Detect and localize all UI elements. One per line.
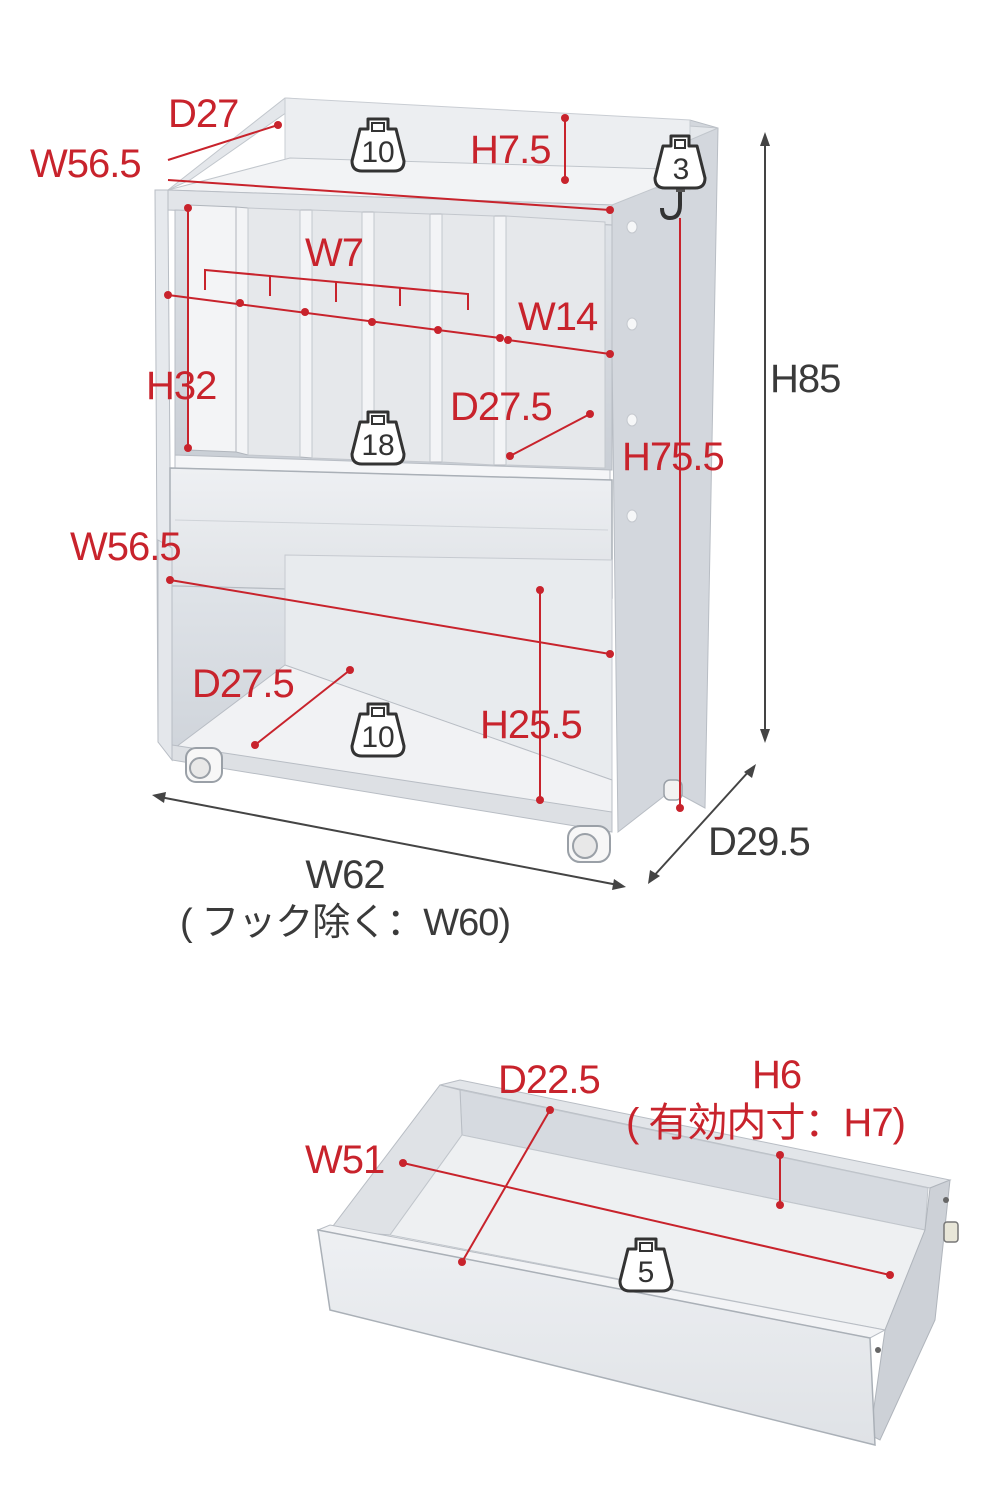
slot-load-label: 18 xyxy=(361,429,394,462)
load-weight-icon: 10 xyxy=(350,117,406,173)
load-weight-icon: 3 xyxy=(653,134,707,190)
caster-wheel-icon xyxy=(185,747,223,783)
inner-height-label: H75.5 xyxy=(622,435,724,479)
right-slot-width-label: W14 xyxy=(518,295,598,339)
load-weight-icon: 10 xyxy=(350,702,406,758)
top-depth-label: D27 xyxy=(168,92,238,136)
top-load-label: 10 xyxy=(361,136,394,169)
top-height-label: H7.5 xyxy=(470,128,551,172)
total-width-label: W62 xyxy=(305,853,384,897)
lower-depth-label: D27.5 xyxy=(192,662,294,706)
drawer-height-label: H6 xyxy=(752,1053,801,1097)
hook-load-label: 3 xyxy=(673,153,690,186)
caster-wheel-icon xyxy=(663,779,683,801)
top-width-label: W56.5 xyxy=(30,142,141,186)
slot-depth-label: D27.5 xyxy=(450,385,552,429)
drawer-load-label: 5 xyxy=(638,1256,655,1289)
drawer-dimension-lines xyxy=(399,1106,894,1279)
drawer-knob-icon xyxy=(875,1197,959,1353)
drawer-width-label: W51 xyxy=(305,1138,384,1182)
total-height-label: H85 xyxy=(770,357,840,401)
lower-height-label: H25.5 xyxy=(480,703,582,747)
drawer-illustration xyxy=(316,1079,959,1446)
cabinet-illustration xyxy=(154,97,719,863)
lower-width-label: W56.5 xyxy=(70,525,181,569)
drawer-height-note-label: ( 有効内寸：H7) xyxy=(626,1101,905,1145)
total-depth-label: D29.5 xyxy=(708,820,810,864)
caster-wheel-icon xyxy=(567,825,611,863)
slot-height-label: H32 xyxy=(146,364,216,408)
width-note-label: ( フック除く：W60) xyxy=(180,902,510,944)
load-weight-icon: 18 xyxy=(350,410,406,466)
cabinet-dimension-lines xyxy=(152,114,770,890)
lower-load-label: 10 xyxy=(361,721,394,754)
divider-width-label: W7 xyxy=(305,231,363,275)
load-weight-icon: 5 xyxy=(618,1237,674,1293)
drawer-depth-label: D22.5 xyxy=(498,1058,600,1102)
